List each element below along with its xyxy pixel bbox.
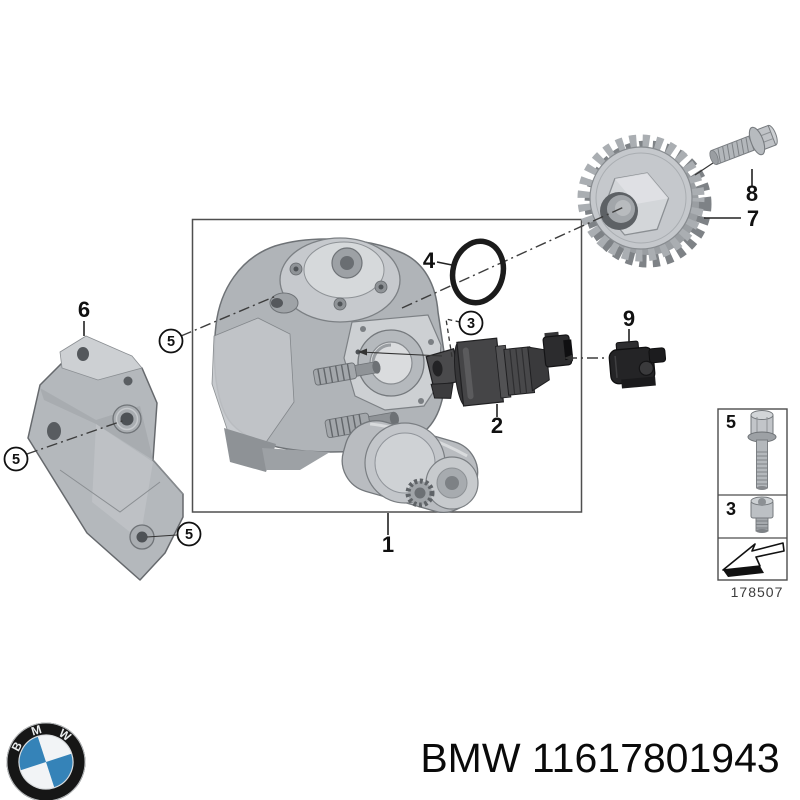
part-caption: BMW 11617801943 — [420, 735, 779, 781]
callout-4-label: 4 — [423, 248, 436, 273]
drawing-number: 178507 — [731, 584, 784, 600]
circled-callout-3-label: 3 — [467, 316, 475, 332]
bolt-5-pump-axis-line — [180, 295, 277, 337]
bmw-logo: B M W — [6, 722, 86, 800]
callout-6-label: 6 — [78, 297, 90, 322]
o-ring-part-4 — [449, 238, 507, 306]
legend-socket-screw — [750, 496, 774, 533]
bracket-top-hole — [77, 347, 89, 361]
circled-callout-5-bracket: 5 — [3, 446, 29, 472]
circled-callout-3: 3 — [458, 310, 484, 336]
electrical-connector-part-9 — [608, 340, 667, 389]
svg-text:5: 5 — [185, 527, 193, 543]
solenoid-insert-leader — [359, 351, 443, 357]
bmw-logo-letter-m: M — [30, 722, 44, 738]
callout-4-leader — [436, 261, 453, 266]
legend-screw-label: 3 — [726, 499, 736, 519]
sprocket-bolt-part-8 — [709, 124, 778, 166]
bracket-left-hole — [47, 422, 61, 440]
svg-text:5: 5 — [12, 452, 20, 468]
bolt-8-axis-line — [694, 162, 714, 176]
legend-bolt-label: 5 — [726, 412, 736, 432]
callout-1-label: 1 — [382, 532, 394, 557]
assembly-axis-line — [401, 206, 625, 309]
callout-7-label: 7 — [747, 206, 759, 231]
solenoid-valve-part-2 — [425, 331, 574, 407]
svg-text:5: 5 — [167, 334, 175, 350]
legend-box: 5 3 — [717, 408, 788, 581]
legend-hex-bolt — [747, 410, 777, 490]
bmw-logo-quadrants — [18, 734, 74, 790]
part-group-frame — [191, 218, 583, 513]
fuel-pump-part-1 — [211, 237, 479, 513]
callout-5-lower-leader — [146, 534, 178, 538]
pump-upper-fitting — [312, 360, 381, 386]
circled-callout-5-pump: 5 — [158, 328, 184, 354]
callout-8-label: 8 — [746, 181, 758, 206]
bolt-5-bracket-axis-line — [26, 419, 126, 455]
bracket-part-6 — [27, 335, 184, 581]
circled-callout-5-bracket-lower: 5 — [176, 521, 202, 547]
direction-arrow-icon — [722, 542, 785, 577]
callout-9-label: 9 — [623, 306, 635, 331]
callout-2-label: 2 — [491, 413, 503, 438]
chain-sprocket-part-7 — [577, 134, 712, 268]
